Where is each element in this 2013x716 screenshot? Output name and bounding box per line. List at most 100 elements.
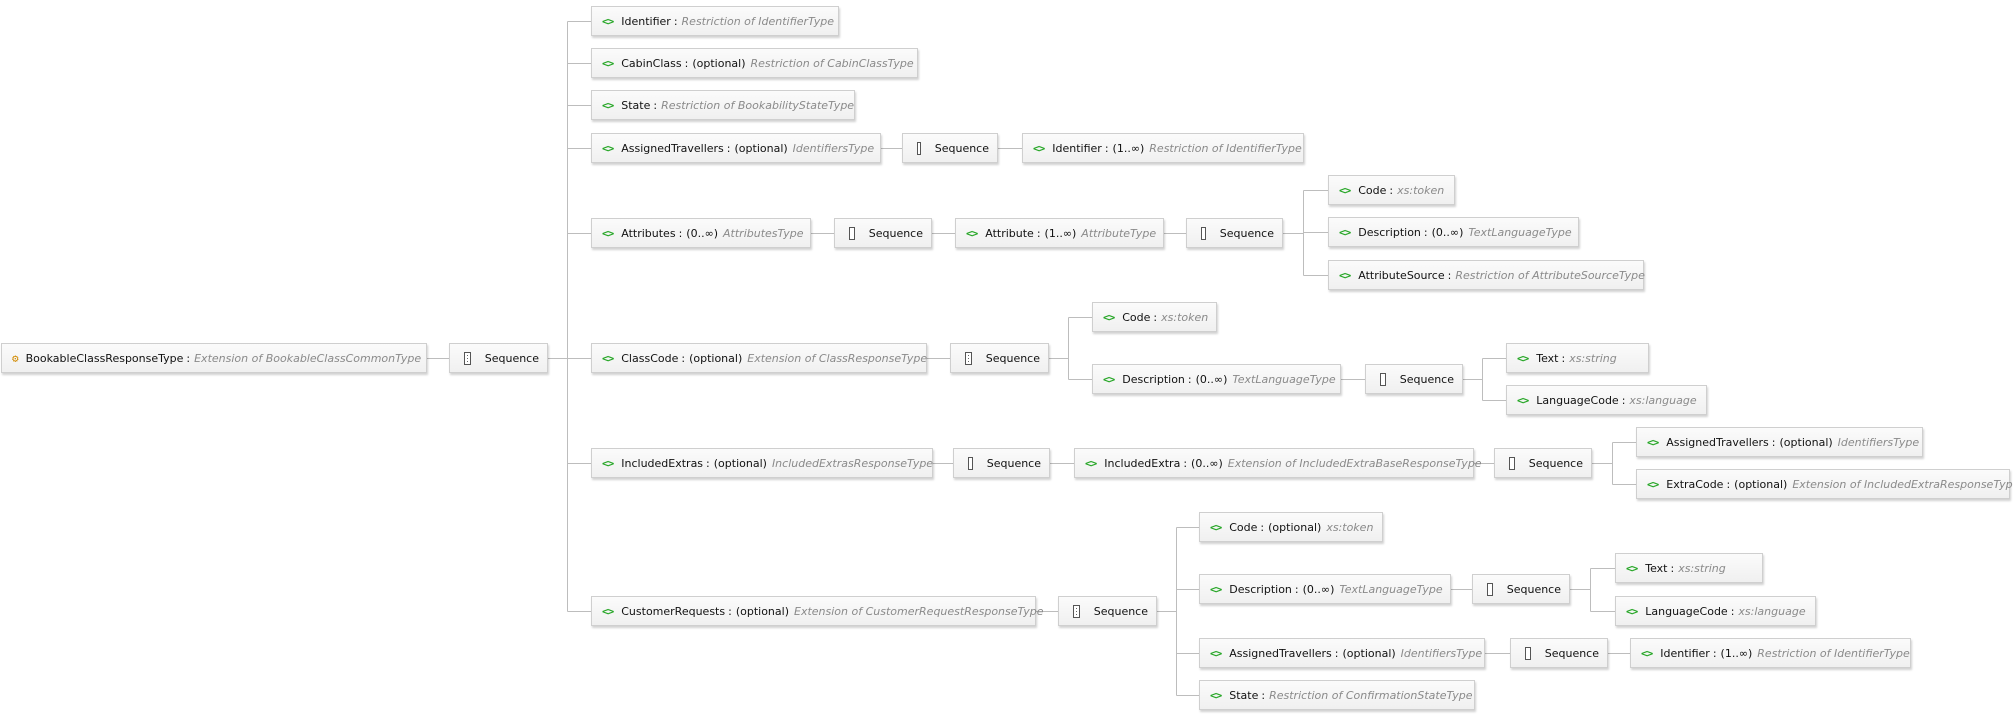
node-type: TextLanguageType (1339, 582, 1443, 596)
element-icon: <> (1210, 520, 1222, 534)
element-icon: <> (1647, 477, 1659, 491)
element-node-n-ie[interactable]: <>IncludedExtras:(optional)IncludedExtra… (591, 448, 933, 478)
node-name: ClassCode (621, 351, 679, 365)
element-icon: <> (602, 56, 614, 70)
sequence-node-s-attr[interactable]: Sequence (1186, 218, 1283, 248)
node-type: xs:string (1678, 561, 1726, 575)
element-icon: <> (602, 456, 614, 470)
element-node-n-cr-at-id[interactable]: <>Identifier:(1..∞)Restriction of Identi… (1630, 638, 1911, 668)
sequence-icon (464, 351, 471, 365)
element-node-n-state[interactable]: <>State:Restriction of BookabilityStateT… (591, 90, 855, 120)
element-icon: <> (602, 98, 614, 112)
node-name: Description (1358, 225, 1421, 239)
element-icon: <> (1339, 225, 1351, 239)
sequence-node-s-cr-desc[interactable]: Sequence (1472, 574, 1570, 604)
element-node-n-iex-at[interactable]: <>AssignedTravellers:(optional)Identifie… (1636, 427, 1923, 457)
node-cardinality: (optional) (1268, 520, 1322, 534)
element-node-n-at-id[interactable]: <>Identifier:(1..∞)Restriction of Identi… (1022, 133, 1304, 163)
node-name: Sequence (934, 141, 989, 155)
node-name: Sequence (484, 351, 539, 365)
element-node-n-at[interactable]: <>AssignedTravellers:(optional)Identifie… (591, 133, 881, 163)
node-name: State (1229, 688, 1259, 702)
sequence-icon (1487, 582, 1493, 596)
element-node-n-attrs[interactable]: <>Attributes:(0..∞)AttributesType (591, 218, 811, 248)
element-node-n-cc-lang[interactable]: <>LanguageCode:xs:language (1506, 385, 1707, 415)
element-node-n-cr-code[interactable]: <> Code:(optional) xs:token (1199, 512, 1383, 542)
separator-colon: : (684, 56, 689, 70)
node-cardinality: (1..∞) (1112, 141, 1145, 155)
sequence-node-s-ie[interactable]: Sequence (953, 448, 1050, 478)
sequence-node-s-cr[interactable]: Sequence (1058, 596, 1157, 626)
node-cardinality: (optional) (735, 604, 789, 618)
sequence-node-s-at[interactable]: Sequence (902, 133, 998, 163)
node-name: AttributeSource (1358, 268, 1445, 282)
node-name: BookableClassResponseType (25, 351, 184, 365)
element-node-n-cr-at[interactable]: <>AssignedTravellers:(optional)Identifie… (1199, 638, 1485, 668)
node-name: Attribute (985, 226, 1034, 240)
element-node-n-cr-desc[interactable]: <>Description:(0..∞)TextLanguageType (1199, 574, 1451, 604)
element-node-n-cc-text[interactable]: <>Text:xs:string (1506, 343, 1649, 373)
node-name: Code (1229, 520, 1258, 534)
element-node-n-identifier[interactable]: <>Identifier:Restriction of IdentifierTy… (591, 6, 839, 36)
element-node-n-attr[interactable]: <>Attribute:(1..∞)AttributeType (955, 218, 1164, 248)
node-name: Description (1229, 582, 1292, 596)
node-name: Description (1122, 372, 1185, 386)
node-type: xs:token (1161, 310, 1209, 324)
sequence-node-s-iex[interactable]: Sequence (1494, 448, 1592, 478)
element-node-n-cc-desc[interactable]: <>Description:(0..∞)TextLanguageType (1092, 364, 1341, 394)
element-node-n-cr-text[interactable]: <>Text:xs:string (1615, 553, 1763, 583)
node-name: State (621, 98, 651, 112)
element-icon: <> (1626, 561, 1638, 575)
node-type: Restriction of BookabilityStateType (661, 98, 855, 112)
node-type: xs:token (1326, 520, 1374, 534)
sequence-node-s-cr-at[interactable]: Sequence (1510, 638, 1608, 668)
node-name: ExtraCode (1666, 477, 1724, 491)
element-icon: <> (1085, 456, 1097, 470)
sequence-node-s1[interactable]: Sequence (449, 343, 548, 373)
sequence-node-s-attrs[interactable]: Sequence (834, 218, 932, 248)
separator-colon: : (1334, 646, 1339, 660)
sequence-icon (849, 226, 855, 240)
node-type: Restriction of IdentifierType (681, 14, 835, 28)
node-name: IncludedExtras (621, 456, 704, 470)
sequence-node-s-cc-desc[interactable]: Sequence (1365, 364, 1463, 394)
element-node-n-cc[interactable]: <>ClassCode:(optional)Extension of Class… (591, 343, 927, 373)
element-node-n-cr-lang[interactable]: <>LanguageCode:xs:language (1615, 596, 1816, 626)
node-cardinality: (0..∞) (1431, 225, 1464, 239)
element-node-n-iex-ec[interactable]: <>ExtraCode:(optional)Extension of Inclu… (1636, 469, 2013, 499)
element-node-n-attr-src[interactable]: <>AttributeSource:Restriction of Attribu… (1328, 260, 1645, 290)
separator-colon: : (1260, 520, 1265, 534)
node-name: IncludedExtra (1104, 456, 1181, 470)
sequence-node-s-cc[interactable]: Sequence (950, 343, 1049, 373)
node-name: LanguageCode (1536, 393, 1619, 407)
node-type: Restriction of CabinClassType (750, 56, 914, 70)
node-cardinality: (optional) (713, 456, 767, 470)
node-type: Restriction of IdentifierType (1757, 646, 1910, 660)
node-type: xs:language (1629, 393, 1697, 407)
sequence-icon (1380, 372, 1386, 386)
separator-colon: : (1153, 310, 1158, 324)
element-icon: <> (602, 604, 614, 618)
element-node-n-iex[interactable]: <>IncludedExtra:(0..∞)Extension of Inclu… (1074, 448, 1482, 478)
separator-colon: : (706, 456, 710, 470)
separator-colon: : (1670, 561, 1675, 575)
element-node-n-attr-desc[interactable]: <>Description:(0..∞)TextLanguageType (1328, 217, 1579, 247)
element-icon: <> (1647, 435, 1659, 449)
node-name: CustomerRequests (621, 604, 726, 618)
element-node-n-attr-code[interactable]: <>Code:xs:token (1328, 175, 1455, 205)
node-type: Extension of IncludedExtraBaseResponseTy… (1227, 456, 1482, 470)
element-icon: <> (1517, 393, 1529, 407)
element-node-n-cabin[interactable]: <>CabinClass:(optional)Restriction of Ca… (591, 48, 918, 78)
element-node-n-cr-state[interactable]: <>State:Restriction of ConfirmationState… (1199, 680, 1475, 710)
node-cardinality: (0..∞) (686, 226, 719, 240)
node-type: TextLanguageType (1232, 372, 1336, 386)
element-icon: <> (1626, 604, 1638, 618)
node-name: AssignedTravellers (1229, 646, 1332, 660)
element-node-n-cc-code[interactable]: <>Code:xs:token (1092, 302, 1217, 332)
sequence-icon (1201, 226, 1206, 240)
element-node-n-cr[interactable]: <>CustomerRequests:(optional)Extension o… (591, 596, 1044, 626)
sequence-icon (917, 141, 921, 155)
sequence-icon (968, 456, 973, 470)
element-node-root[interactable]: ⚙BookableClassResponseType:Extension of … (1, 343, 427, 373)
